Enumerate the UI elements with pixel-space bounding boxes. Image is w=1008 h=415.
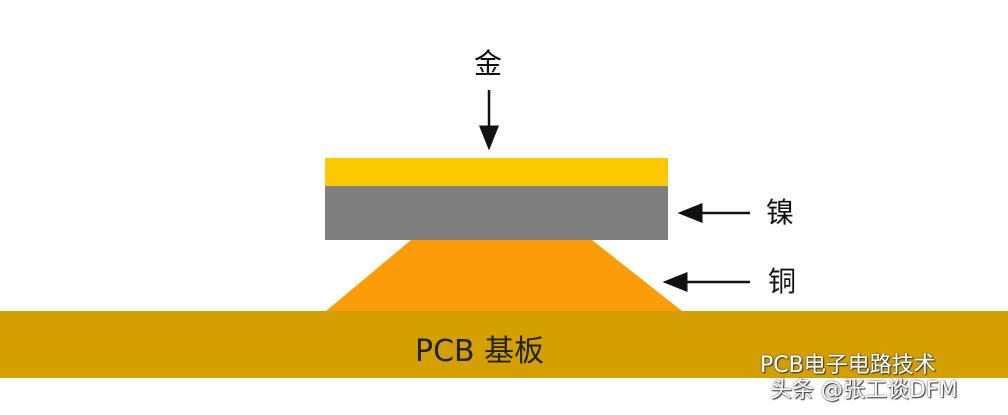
copper-layer [326, 240, 682, 311]
pcb-base-layer [0, 311, 1008, 378]
nickel-layer [325, 186, 668, 240]
pcb-base-label: PCB 基板 [415, 334, 545, 369]
watermark-line2: 头条 @张工谈DFM [770, 378, 958, 403]
nickel-label: 镍 [766, 196, 795, 229]
gold-label: 金 [474, 47, 503, 80]
watermark-line1: PCB电子电路技术 [760, 353, 936, 378]
copper-label: 铜 [768, 265, 797, 298]
gold-layer [325, 158, 668, 186]
